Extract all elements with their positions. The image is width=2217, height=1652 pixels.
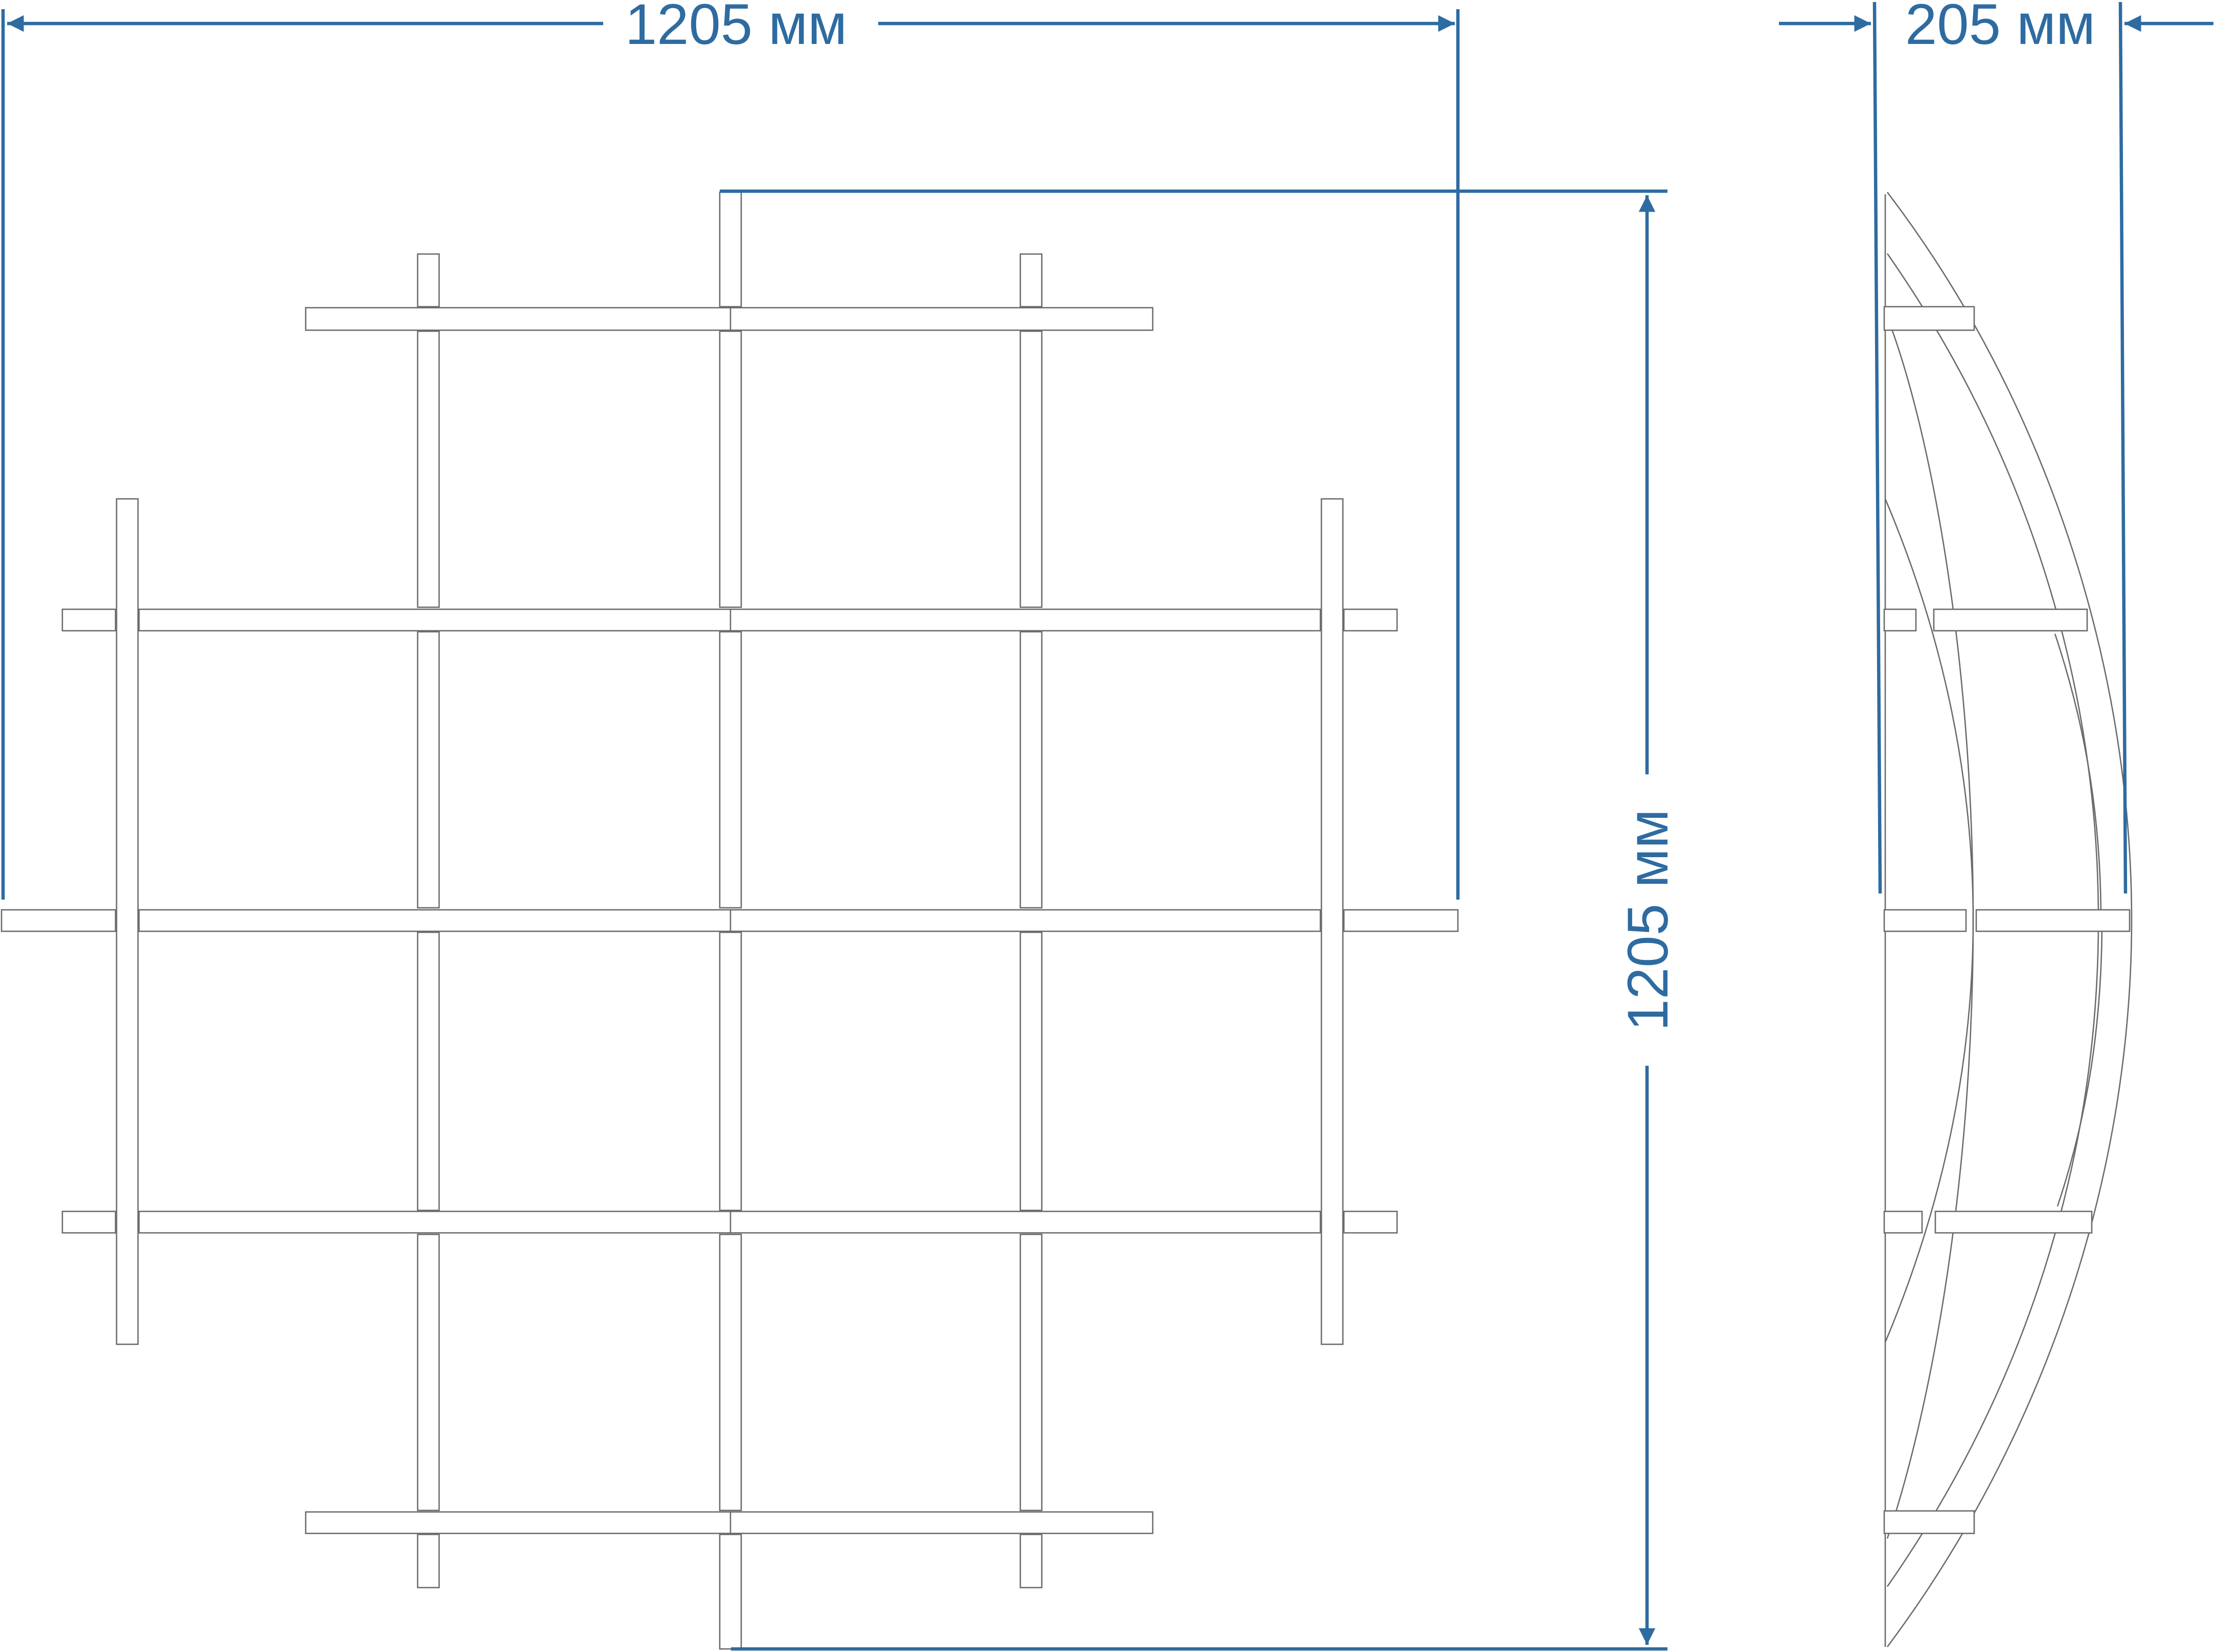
dimension-width: 1205 мм	[1, 0, 1460, 900]
front-view	[1, 191, 1459, 1650]
shelf-2	[61, 608, 1398, 632]
side-view	[1883, 192, 2133, 1647]
horizontal-shelves	[1, 307, 1459, 1534]
dimension-depth: 205 мм	[1779, 0, 2213, 894]
side-shelf-top	[1883, 306, 1975, 331]
post-inner-right	[1019, 253, 1043, 1589]
depth-label: 205 мм	[1905, 0, 2095, 56]
vertical-posts	[116, 191, 1344, 1650]
side-shelf-4	[1934, 1210, 2093, 1234]
post-right-outer	[1320, 498, 1344, 1345]
shelf-3	[1, 909, 1459, 932]
shelf-bottom	[305, 1511, 1154, 1534]
width-label: 1205 мм	[625, 0, 847, 56]
side-shelf-bottom	[1883, 1510, 1975, 1534]
dimension-height: 1205 мм	[720, 189, 1680, 1651]
side-shelf-2	[1933, 608, 2088, 632]
side-shelf-3	[1975, 909, 2131, 932]
post-inner-left	[417, 253, 440, 1589]
shelf-4	[61, 1210, 1398, 1234]
shelf-top	[305, 307, 1154, 331]
post-left-outer	[116, 498, 139, 1345]
post-center	[719, 191, 742, 1650]
height-label: 1205 мм	[1616, 809, 1680, 1031]
